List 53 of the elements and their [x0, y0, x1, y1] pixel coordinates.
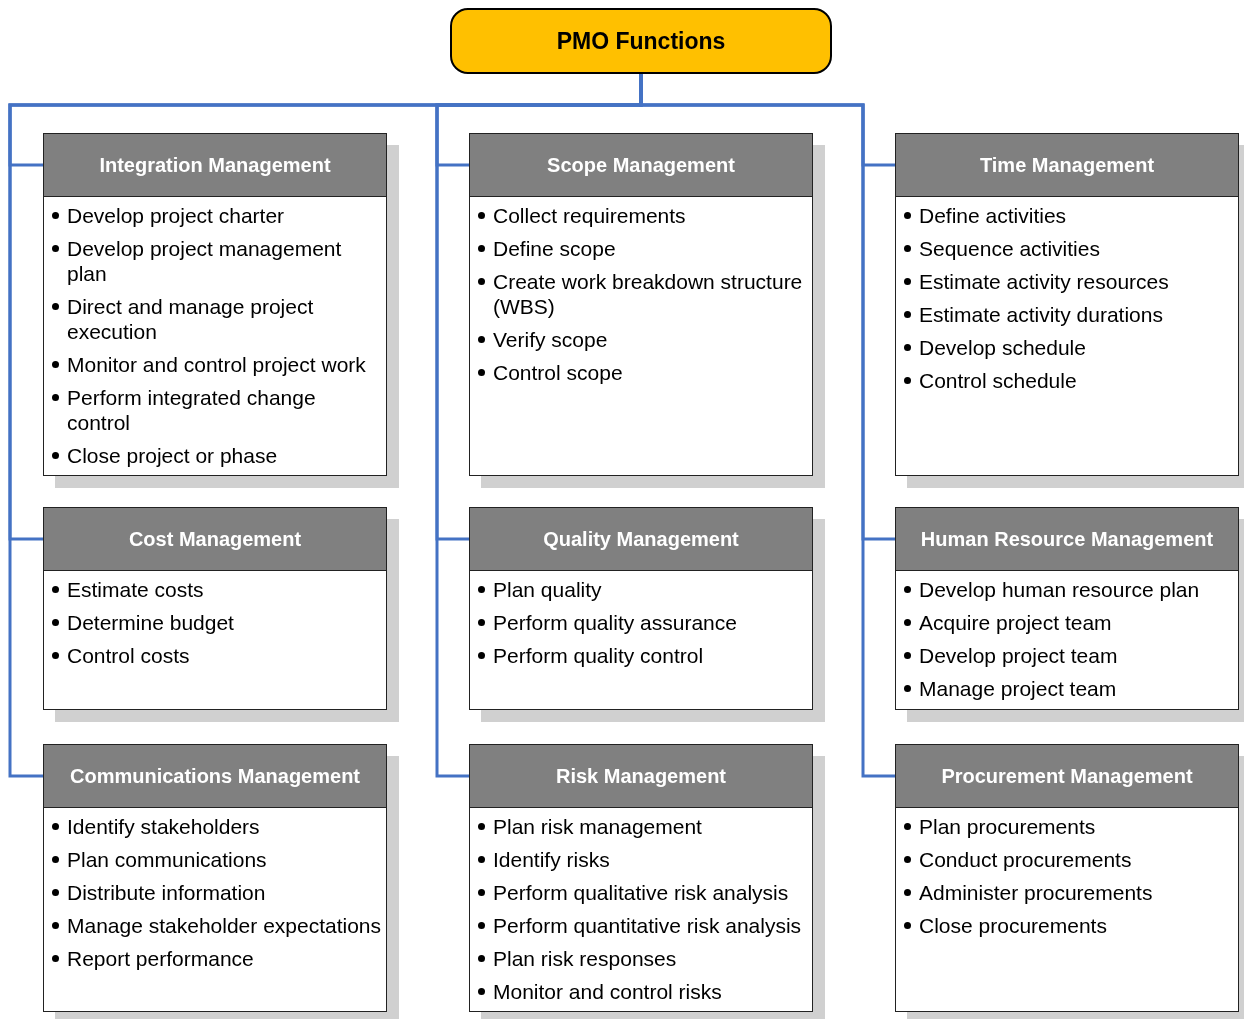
header-text: Risk Management [555, 764, 727, 788]
list-item: Acquire project team [919, 610, 1112, 635]
list-item: Plan risk responses [493, 946, 677, 971]
header-text: Scope Management [547, 153, 735, 177]
list-item: Perform qualitative risk analysis [493, 880, 789, 905]
list-item: Develop human resource plan [919, 577, 1200, 602]
list-item: Perform quantitative risk analysis [493, 913, 802, 938]
list-item: Manage project team [919, 676, 1117, 701]
list-item: Distribute information [67, 880, 266, 905]
list-item: Conduct procurements [919, 847, 1132, 872]
header-text: Integration Management [99, 153, 331, 177]
list-item: Administer procurements [919, 880, 1153, 905]
header-text: Quality Management [543, 527, 739, 551]
list-item: Control schedule [919, 368, 1077, 393]
list-item: Monitor and control project work [67, 352, 366, 377]
list-item: Sequence activities [919, 236, 1100, 261]
list-item: Create work breakdown structure (WBS) [493, 269, 804, 319]
title-box [450, 8, 832, 74]
title-text: PMO Functions [556, 27, 726, 55]
header-text: Cost Management [128, 527, 302, 551]
list-item: Identify stakeholders [67, 814, 260, 839]
list-item: Verify scope [493, 327, 608, 352]
list-item: Collect requirements [493, 203, 686, 228]
list-item: Perform quality control [493, 643, 704, 668]
list-item: Perform integrated change control [67, 385, 317, 435]
list-item: Close procurements [919, 913, 1107, 938]
list-item: Plan procurements [919, 814, 1096, 839]
header-text: Communications Management [69, 764, 360, 788]
list-item: Develop project management plan [67, 236, 343, 286]
list-item: Develop schedule [919, 335, 1086, 360]
list-item: Define activities [919, 203, 1067, 228]
header-text: Procurement Management [941, 764, 1193, 788]
list-item: Identify risks [493, 847, 610, 872]
list-item: Direct and manage project execution [67, 294, 315, 344]
list-item: Develop project team [919, 643, 1118, 668]
list-item: Plan risk management [493, 814, 702, 839]
list-item: Develop project charter [67, 203, 285, 228]
list-item: Manage stakeholder expectations [67, 913, 382, 938]
list-item: Estimate activity resources [919, 269, 1169, 294]
header-text: Time Management [979, 153, 1155, 177]
list-item: Determine budget [67, 610, 234, 635]
list-item: Plan quality [493, 577, 602, 602]
list-item: Plan communications [67, 847, 267, 872]
list-item: Estimate costs [67, 577, 204, 602]
list-item: Perform quality assurance [493, 610, 737, 635]
header-text: Human Resource Management [920, 527, 1214, 551]
list-item: Control costs [67, 643, 190, 668]
list-item: Report performance [67, 946, 254, 971]
list-item: Estimate activity durations [919, 302, 1163, 327]
list-item: Define scope [493, 236, 616, 261]
list-item: Control scope [493, 360, 623, 385]
list-item: Monitor and control risks [493, 979, 722, 1004]
list-item: Close project or phase [67, 443, 278, 468]
